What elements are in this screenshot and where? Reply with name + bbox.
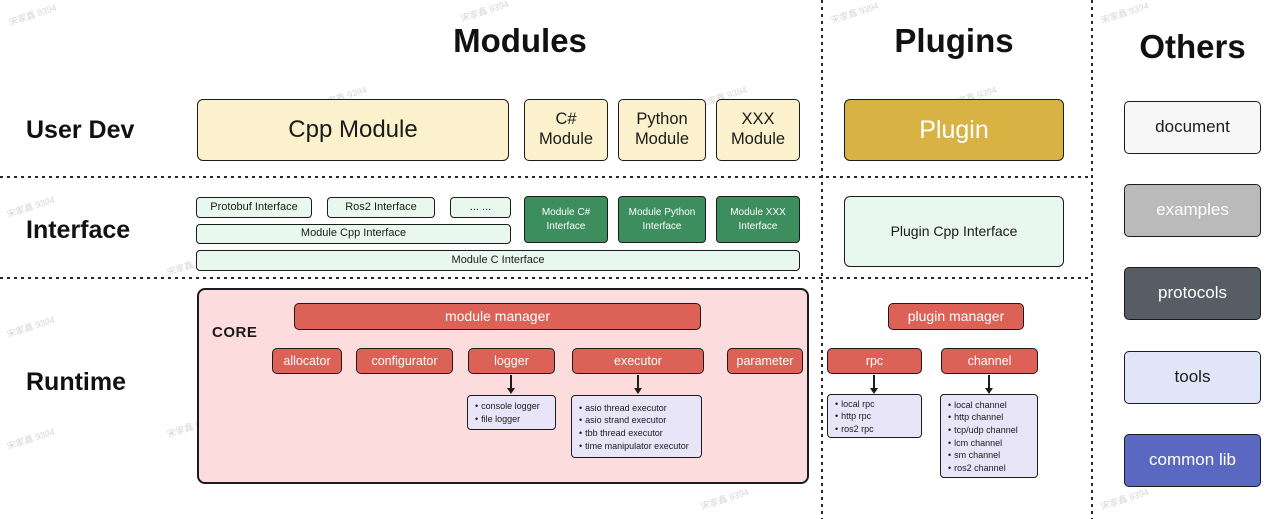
watermark: 宋家鑫 9394: [5, 314, 57, 340]
watermark: 宋家鑫 9394: [7, 2, 59, 28]
parameter-box: parameter: [727, 348, 803, 374]
others-item-examples: examples: [1124, 184, 1261, 237]
watermark: 宋家鑫 9394: [5, 426, 57, 452]
impl-item: lcm channel: [948, 437, 1032, 450]
others-item-common-lib: common lib: [1124, 434, 1261, 487]
logger-impls-box: console logger file logger: [467, 395, 556, 430]
others-item-protocols: protocols: [1124, 267, 1261, 320]
watermark: 宋家鑫 9394: [699, 486, 751, 512]
row-label-user-dev: User Dev: [26, 116, 135, 144]
plugin-box: Plugin: [844, 99, 1064, 161]
rpc-impls-box: local rpc http rpc ros2 rpc: [827, 394, 922, 438]
configurator-box: configurator: [356, 348, 453, 374]
plugin-cpp-interface-box: Plugin Cpp Interface: [844, 196, 1064, 267]
rpc-box: rpc: [827, 348, 922, 374]
impl-item: asio thread executor: [579, 402, 696, 415]
divider-plugins-others: [1091, 0, 1093, 519]
logger-arrow: [506, 375, 516, 394]
divider-modules-plugins: [821, 0, 823, 519]
core-label: CORE: [212, 324, 258, 341]
executor-arrow: [633, 375, 643, 394]
plugins-column-header: Plugins: [894, 22, 1014, 59]
channel-impls-box: local channel http channel tcp/udp chann…: [940, 394, 1038, 478]
allocator-box: allocator: [272, 348, 342, 374]
plugin-manager-bar: plugin manager: [888, 303, 1024, 330]
watermark: 宋家鑫 9394: [1099, 486, 1151, 512]
others-item-tools: tools: [1124, 351, 1261, 404]
impl-item: ros2 rpc: [835, 423, 916, 436]
row-label-interface: Interface: [26, 216, 131, 244]
csharp-module-box: C# Module: [524, 99, 608, 161]
others-column-header: Others: [1139, 28, 1246, 65]
impl-item: http channel: [948, 411, 1032, 424]
divider-interface-runtime: [0, 277, 1091, 279]
impl-item: ros2 channel: [948, 462, 1032, 475]
module-cpp-interface-bar: Module Cpp Interface: [196, 224, 511, 244]
channel-arrow: [984, 375, 994, 394]
watermark: 宋家鑫 9394: [459, 0, 511, 24]
ellipsis-chip: ... ...: [450, 197, 511, 218]
xxx-module-box: XXX Module: [716, 99, 800, 161]
channel-box: channel: [941, 348, 1038, 374]
module-xxx-interface-box: Module XXX Interface: [716, 196, 800, 243]
executor-impls-box: asio thread executor asio strand executo…: [571, 395, 702, 458]
impl-item: http rpc: [835, 410, 916, 423]
impl-item: console logger: [475, 400, 550, 413]
module-manager-bar: module manager: [294, 303, 701, 330]
impl-item: file logger: [475, 413, 550, 426]
module-python-interface-box: Module Python Interface: [618, 196, 706, 243]
python-module-box: Python Module: [618, 99, 706, 161]
impl-item: local rpc: [835, 398, 916, 411]
ros2-interface-chip: Ros2 Interface: [327, 197, 435, 218]
watermark: 宋家鑫 9394: [1099, 0, 1151, 26]
impl-item: tbb thread executor: [579, 427, 696, 440]
impl-item: sm channel: [948, 449, 1032, 462]
module-c-interface-bar: Module C Interface: [196, 250, 800, 271]
logger-box: logger: [468, 348, 555, 374]
cpp-module-box: Cpp Module: [197, 99, 509, 161]
divider-userdev-interface: [0, 176, 1091, 178]
impl-item: asio strand executor: [579, 414, 696, 427]
rpc-arrow: [869, 375, 879, 394]
row-label-runtime: Runtime: [26, 368, 126, 396]
modules-column-header: Modules: [453, 22, 587, 59]
impl-item: time manipulator executor: [579, 440, 696, 453]
module-csharp-interface-box: Module C# Interface: [524, 196, 608, 243]
others-item-document: document: [1124, 101, 1261, 154]
protobuf-interface-chip: Protobuf Interface: [196, 197, 312, 218]
impl-item: local channel: [948, 399, 1032, 412]
impl-item: tcp/udp channel: [948, 424, 1032, 437]
executor-box: executor: [572, 348, 704, 374]
